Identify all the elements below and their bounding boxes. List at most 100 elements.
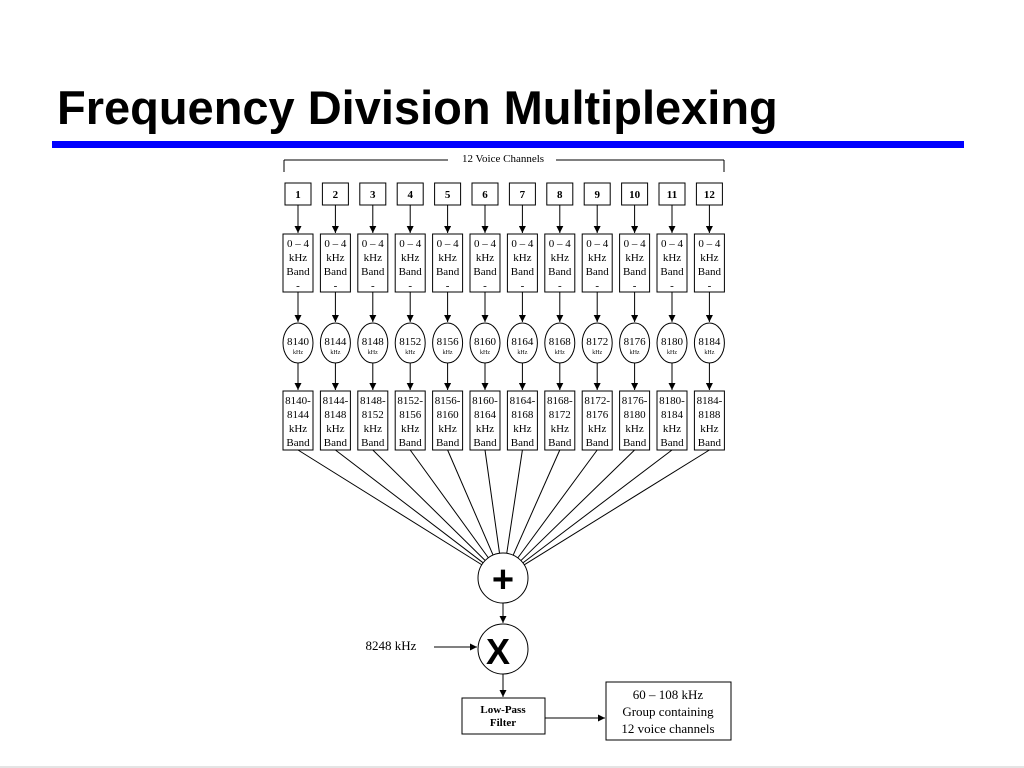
output-band-line: kHz bbox=[700, 423, 718, 435]
title-underline bbox=[52, 141, 964, 148]
carrier-frequency: 8172 bbox=[586, 336, 608, 348]
channel-number: 6 bbox=[482, 189, 488, 201]
input-band-box bbox=[581, 233, 613, 293]
output-band-line: kHz bbox=[551, 423, 569, 435]
output-band-line: Band bbox=[660, 437, 684, 449]
input-band-line: 0 – 4 bbox=[586, 238, 609, 250]
low-pass-filter-label: Filter bbox=[490, 717, 516, 729]
input-band-line: kHz bbox=[476, 252, 494, 264]
input-band-box bbox=[394, 233, 426, 293]
output-band-box bbox=[619, 390, 651, 451]
input-band-line: - bbox=[446, 280, 450, 292]
input-band-line: 0 – 4 bbox=[287, 238, 310, 250]
carrier-frequency: 8152 bbox=[399, 336, 421, 348]
output-band-line: 8184 bbox=[661, 409, 684, 421]
input-band-line: Band bbox=[586, 266, 610, 278]
slide-footer-rule bbox=[0, 766, 1024, 768]
output-band-line: 8176 bbox=[586, 409, 609, 421]
channel-number: 12 bbox=[704, 189, 716, 201]
input-band-box bbox=[656, 233, 688, 293]
output-band-line: Band bbox=[511, 437, 535, 449]
input-band-line: 0 – 4 bbox=[661, 238, 684, 250]
combine-line bbox=[512, 449, 561, 556]
input-band-line: - bbox=[371, 280, 375, 292]
output-band-line: 8160- bbox=[472, 395, 498, 407]
input-band-box bbox=[693, 233, 725, 293]
output-band-line: 8156 bbox=[399, 409, 422, 421]
output-band-box bbox=[506, 390, 538, 451]
input-band-line: - bbox=[558, 280, 562, 292]
combine-line bbox=[522, 449, 673, 564]
input-band-line: kHz bbox=[326, 252, 344, 264]
input-band-line: - bbox=[521, 280, 525, 292]
output-band-box bbox=[357, 390, 389, 451]
output-band-line: 8160 bbox=[437, 409, 460, 421]
input-band-box bbox=[544, 233, 576, 293]
slide-title: Frequency Division Multiplexing bbox=[57, 81, 778, 134]
output-band-line: kHz bbox=[326, 423, 344, 435]
input-band-line: kHz bbox=[438, 252, 456, 264]
output-band-box bbox=[282, 390, 314, 451]
carrier-unit: kHz bbox=[405, 350, 415, 356]
input-band-line: Band bbox=[399, 266, 423, 278]
output-band-line: 8148- bbox=[360, 395, 386, 407]
input-band-line: - bbox=[483, 280, 487, 292]
input-band-line: kHz bbox=[663, 252, 681, 264]
output-band-line: kHz bbox=[513, 423, 531, 435]
output-group-box bbox=[605, 681, 732, 741]
carrier-unit: kHz bbox=[667, 350, 677, 356]
carrier-unit: kHz bbox=[555, 350, 565, 356]
output-band-line: kHz bbox=[289, 423, 307, 435]
output-band-line: Band bbox=[286, 437, 310, 449]
input-band-line: Band bbox=[511, 266, 535, 278]
carrier-unit: kHz bbox=[368, 350, 378, 356]
combine-line bbox=[409, 449, 489, 559]
mixer-symbol: X bbox=[486, 631, 510, 672]
output-band-line: 8180 bbox=[624, 409, 647, 421]
channel-number: 7 bbox=[520, 189, 526, 201]
carrier-unit: kHz bbox=[704, 350, 714, 356]
input-band-line: Band bbox=[286, 266, 310, 278]
input-band-line: - bbox=[408, 280, 412, 292]
carrier-frequency: 8176 bbox=[624, 336, 647, 348]
channel-number: 3 bbox=[370, 189, 376, 201]
channel-columns: 10 – 4kHzBand-8140kHz8140-8144kHzBand20 … bbox=[282, 182, 725, 566]
output-band-line: Band bbox=[623, 437, 647, 449]
input-band-line: 0 – 4 bbox=[624, 238, 647, 250]
input-band-line: 0 – 4 bbox=[474, 238, 497, 250]
output-band-line: 8164 bbox=[474, 409, 497, 421]
input-band-line: kHz bbox=[625, 252, 643, 264]
output-band-line: Band bbox=[324, 437, 348, 449]
output-band-line: Band bbox=[436, 437, 460, 449]
output-band-line: Band bbox=[399, 437, 423, 449]
carrier-unit: kHz bbox=[293, 350, 303, 356]
output-band-box bbox=[581, 390, 613, 451]
channel-number: 11 bbox=[667, 189, 677, 201]
output-band-line: 8168 bbox=[511, 409, 534, 421]
output-band-line: 8172- bbox=[584, 395, 610, 407]
input-band-box bbox=[319, 233, 351, 293]
output-group-label: 12 voice channels bbox=[621, 721, 714, 736]
carrier-frequency: 8180 bbox=[661, 336, 684, 348]
input-band-line: - bbox=[595, 280, 599, 292]
input-band-line: kHz bbox=[700, 252, 718, 264]
carrier-unit: kHz bbox=[330, 350, 340, 356]
input-band-line: 0 – 4 bbox=[399, 238, 422, 250]
combine-line bbox=[517, 449, 598, 559]
combine-line bbox=[297, 449, 483, 566]
input-band-line: Band bbox=[623, 266, 647, 278]
channels-bracket: 12 Voice Channels bbox=[283, 153, 725, 172]
channel-number: 10 bbox=[629, 189, 641, 201]
output-band-line: 8180- bbox=[659, 395, 685, 407]
output-band-box bbox=[319, 390, 351, 451]
channel-number: 8 bbox=[557, 189, 563, 201]
input-band-box bbox=[282, 233, 314, 293]
carrier-frequency: 8144 bbox=[324, 336, 347, 348]
input-band-line: - bbox=[296, 280, 300, 292]
